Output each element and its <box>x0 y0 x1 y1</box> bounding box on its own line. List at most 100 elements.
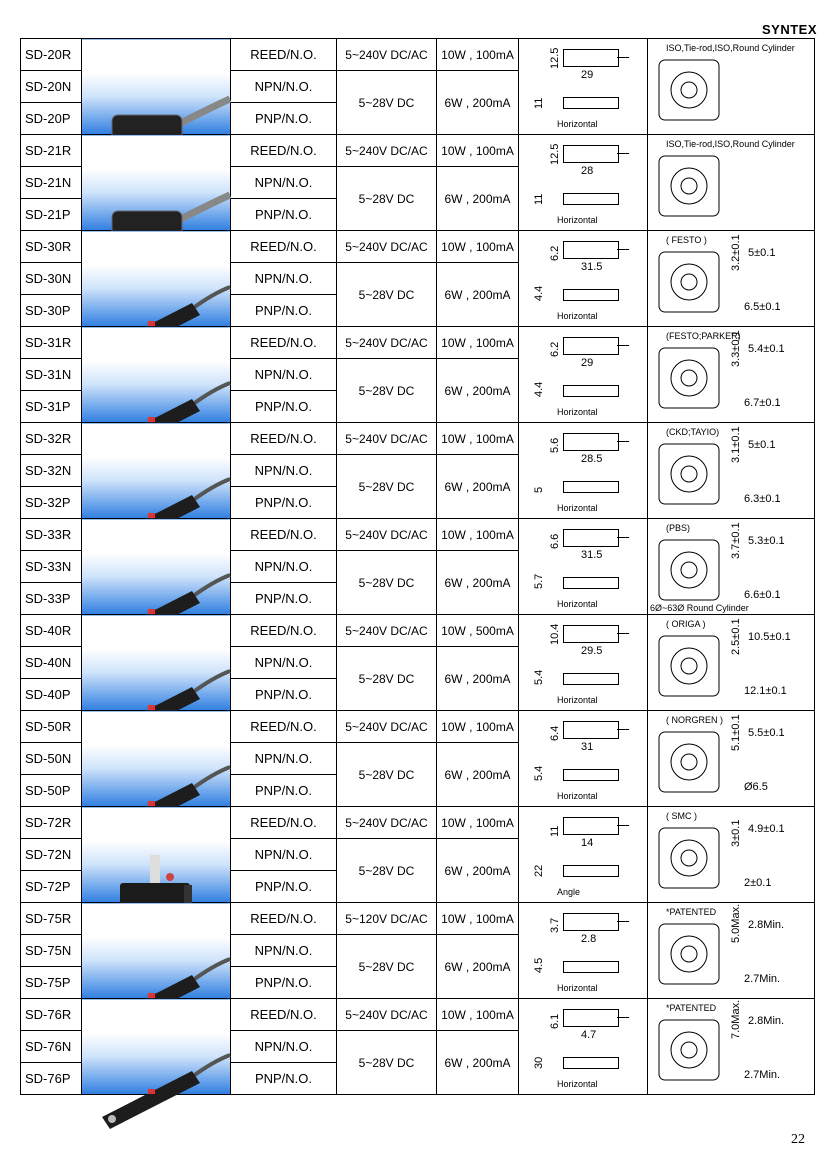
reed-power: 10W , 100mA <box>436 902 519 935</box>
output-type: REED/N.O. <box>230 902 337 935</box>
model-code: SD-50N <box>20 742 82 775</box>
top-view-outline <box>563 625 619 643</box>
model-code: SD-21R <box>20 134 82 167</box>
cylinder-slot-dimension: 2.7Min. <box>744 973 781 985</box>
cable-line <box>617 57 629 58</box>
dimension-length: 2.8 <box>581 933 597 945</box>
dimension-thickness: 22 <box>533 864 545 877</box>
model-code: SD-32N <box>20 454 82 487</box>
cylinder-slot-dimension: 4.9±0.1 <box>748 823 785 835</box>
cylinder-profile-icon <box>658 1019 720 1081</box>
product-photo <box>81 998 231 1129</box>
cylinder-brand-label: *PATENTED <box>666 907 717 917</box>
table-row: SD-32P PNP/N.O. <box>20 486 815 519</box>
output-type: PNP/N.O. <box>230 870 337 903</box>
dimension-drawing: 12.5 28 11 Horizontal <box>518 134 648 231</box>
cylinder-slot-dimension: 2±0.1 <box>744 877 772 889</box>
cylinder-slot-dimension: 12.1±0.1 <box>744 685 787 697</box>
cable-line <box>617 921 629 922</box>
output-type: REED/N.O. <box>230 230 337 263</box>
dimension-height: 6.6 <box>549 533 561 549</box>
dc-voltage: 5~28V DC <box>336 358 437 423</box>
cylinder-profile-icon <box>658 443 720 505</box>
cylinder-slot-dimension: 5.1±0.1 <box>730 714 742 751</box>
cable-line <box>617 729 629 730</box>
dimension-drawing: 6.2 29 4.4 Horizontal <box>518 326 648 423</box>
dimension-height: 10.4 <box>549 623 561 645</box>
dimension-drawing: 3.7 2.8 4.5 Horizontal <box>518 902 648 999</box>
output-type: NPN/N.O. <box>230 646 337 679</box>
cylinder-brand-label: (CKD;TAYIO) <box>666 427 720 437</box>
model-code: SD-50P <box>20 774 82 807</box>
output-type: NPN/N.O. <box>230 550 337 583</box>
output-type: PNP/N.O. <box>230 102 337 135</box>
cylinder-brand-label: ( FESTO ) <box>666 235 707 245</box>
cable-line <box>617 537 629 538</box>
reed-voltage: 5~240V DC/AC <box>336 806 437 839</box>
brand-name: SYNTEX <box>761 22 817 37</box>
cable-line <box>617 825 629 826</box>
dimension-thickness: 5.7 <box>533 573 545 589</box>
model-code: SD-32P <box>20 486 82 519</box>
dimension-thickness: 5.4 <box>533 765 545 781</box>
dimension-length: 31.5 <box>581 549 603 561</box>
reed-power: 10W , 100mA <box>436 38 519 71</box>
cylinder-slot-dimension: 3.2±0.1 <box>730 234 742 271</box>
reed-power: 10W , 100mA <box>436 326 519 359</box>
cylinder-profile-icon <box>658 251 720 313</box>
dc-power: 6W , 200mA <box>436 742 519 807</box>
product-photo <box>81 422 231 553</box>
dimension-length: 31 <box>581 741 594 753</box>
product-photo <box>81 230 231 361</box>
cylinder-slot-dimension: 3±0.1 <box>730 819 742 847</box>
cable-line <box>617 153 629 154</box>
output-type: PNP/N.O. <box>230 390 337 423</box>
side-view-outline <box>563 577 619 589</box>
model-code: SD-40P <box>20 678 82 711</box>
output-type: NPN/N.O. <box>230 166 337 199</box>
cylinder-sublabel: 6Ø~63Ø Round Cylinder <box>650 603 749 613</box>
model-code: SD-20R <box>20 38 82 71</box>
cable-line <box>617 441 629 442</box>
cylinder-fit-drawing: *PATENTED 2.8Min.5.0Max.2.7Min. <box>647 902 815 999</box>
page-number: 22 <box>791 1132 805 1147</box>
model-code: SD-75R <box>20 902 82 935</box>
dimension-length: 28.5 <box>581 453 603 465</box>
top-view-outline <box>563 49 619 67</box>
output-type: PNP/N.O. <box>230 486 337 519</box>
output-type: NPN/N.O. <box>230 262 337 295</box>
dc-voltage: 5~28V DC <box>336 262 437 327</box>
model-code: SD-30N <box>20 262 82 295</box>
top-view-outline <box>563 337 619 355</box>
output-type: NPN/N.O. <box>230 358 337 391</box>
reed-voltage: 5~240V DC/AC <box>336 518 437 551</box>
cylinder-slot-dimension: 3.1±0.1 <box>730 426 742 463</box>
model-code: SD-50R <box>20 710 82 743</box>
dimension-length: 28 <box>581 165 594 177</box>
cylinder-profile-icon <box>658 923 720 985</box>
cylinder-profile-icon <box>658 539 720 601</box>
model-code: SD-31R <box>20 326 82 359</box>
dc-voltage: 5~28V DC <box>336 742 437 807</box>
mount-label: Horizontal <box>557 695 598 705</box>
cylinder-slot-dimension: 5±0.1 <box>748 439 776 451</box>
dimension-length: 29 <box>581 357 594 369</box>
dc-power: 6W , 200mA <box>436 262 519 327</box>
cylinder-brand-label: ISO,Tie-rod,ISO,Round Cylinder <box>666 139 795 149</box>
model-code: SD-76R <box>20 998 82 1031</box>
